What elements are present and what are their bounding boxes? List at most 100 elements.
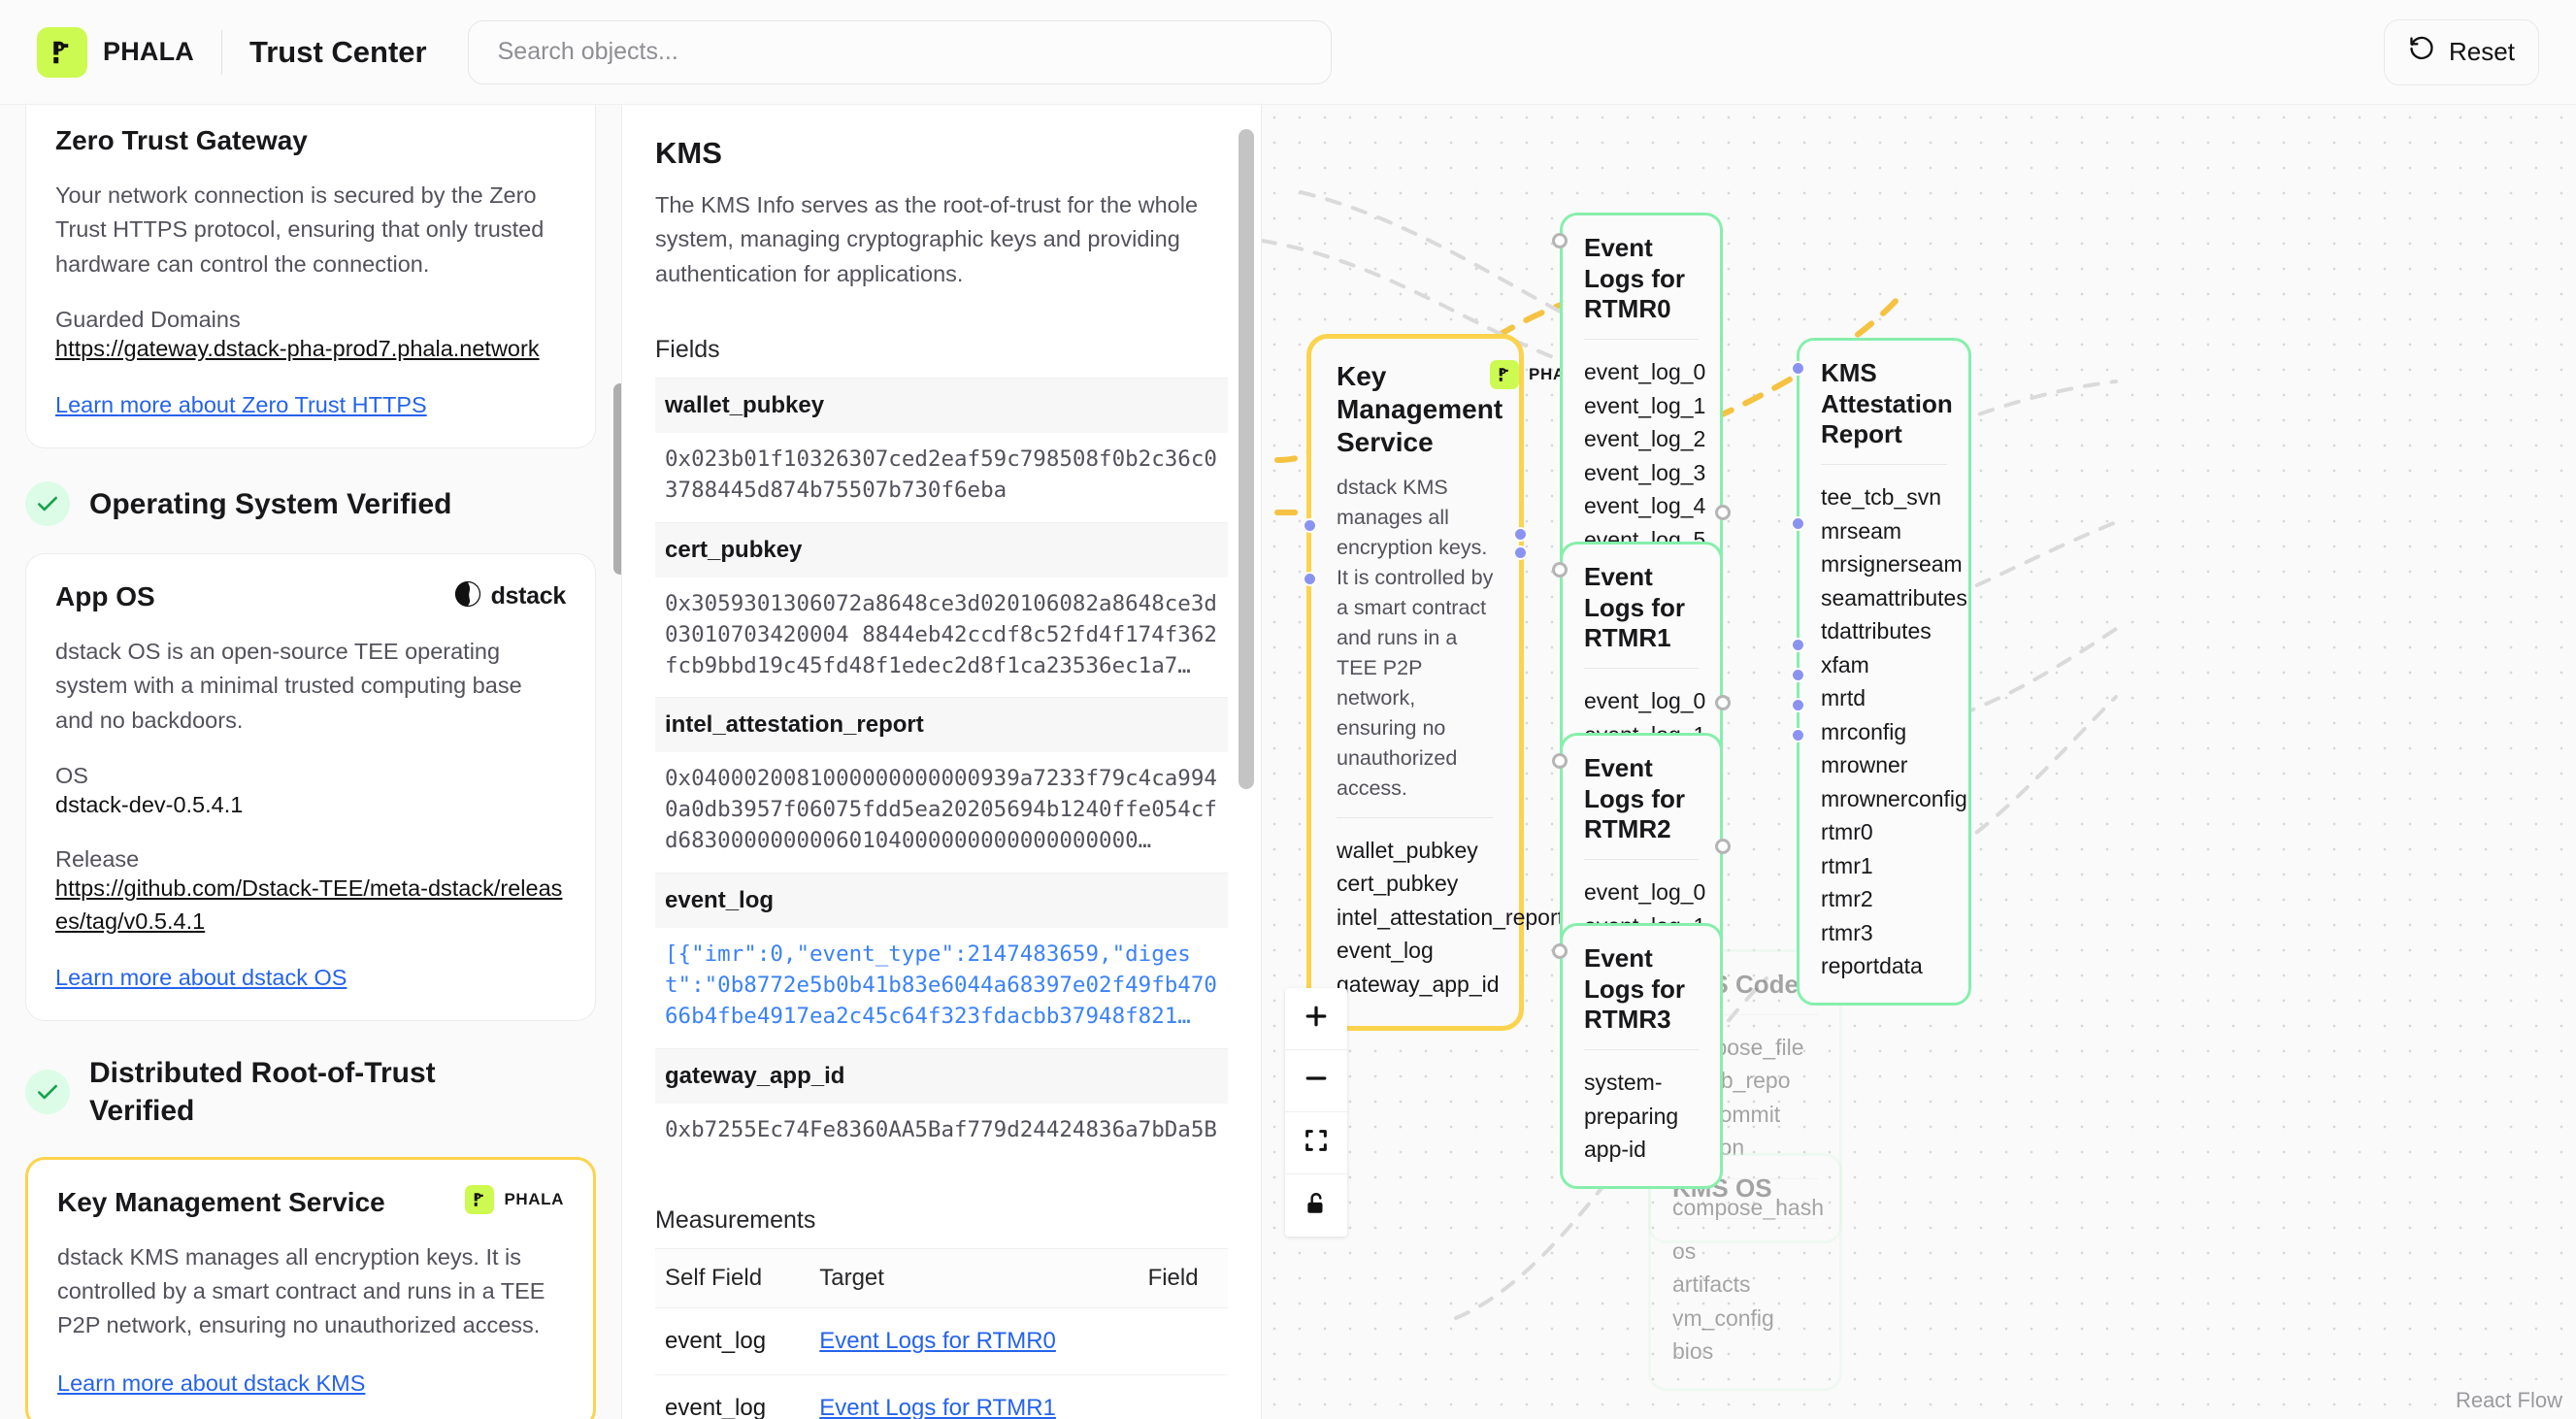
learn-more-dstack-os-link[interactable]: Learn more about dstack OS (55, 964, 347, 990)
cell-field (1138, 1374, 1228, 1419)
node-field: mrowner (1821, 752, 1908, 778)
connection-handle[interactable] (1791, 638, 1805, 652)
connection-handle[interactable] (1303, 572, 1317, 586)
node-field: event_log_1 (1584, 392, 1706, 418)
phala-logo-icon (37, 26, 87, 78)
toggle-interactivity-button[interactable] (1285, 1174, 1347, 1237)
node-field: event_log_0 (1584, 879, 1706, 906)
detail-description: The KMS Info serves as the root-of-trust… (655, 192, 1199, 286)
node-title: Event Logs for RTMR0 (1584, 233, 1685, 324)
node-field: rtmr3 (1821, 919, 1873, 945)
phala-badge-label: PHALA (504, 1189, 564, 1208)
fit-view-button[interactable] (1285, 1112, 1347, 1174)
connection-handle[interactable] (1791, 516, 1805, 531)
divider (1672, 1013, 1818, 1015)
cell-target-link[interactable]: Event Logs for RTMR0 (819, 1328, 1056, 1354)
connection-handle[interactable] (1791, 698, 1805, 712)
node-field: gateway_app_id (1337, 971, 1500, 997)
detail-panel-scrollbar[interactable] (1238, 129, 1254, 789)
connection-handle[interactable] (1513, 545, 1528, 560)
phala-logo-icon (1490, 360, 1519, 389)
connection-handle[interactable] (1715, 505, 1731, 520)
node-field: event_log_4 (1584, 493, 1706, 519)
connection-handle[interactable] (1791, 361, 1805, 376)
zero-trust-gateway-card: Zero Trust Gateway Your network connecti… (25, 105, 596, 449)
left-sidebar[interactable]: Zero Trust Gateway Your network connecti… (0, 105, 621, 1419)
field-key: wallet_pubkey (655, 378, 1228, 433)
node-field: rtmr1 (1821, 852, 1873, 878)
app-os-card: App OS dstack dstack OS is an open-sourc… (25, 553, 596, 1021)
app-header: PHALA Trust Center Reset (0, 0, 2576, 105)
card-title: App OS (55, 581, 155, 612)
zoom-in-button[interactable] (1285, 988, 1347, 1050)
zoom-out-button[interactable] (1285, 1050, 1347, 1112)
key-management-service-card[interactable]: Key Management Service PHALA dstack KMS … (25, 1156, 596, 1419)
section-title: Distributed Root-of-Trust Verified (89, 1056, 436, 1127)
brand-name: PHALA (103, 37, 194, 66)
card-title: Key Management Service (57, 1186, 385, 1217)
rotate-ccw-icon (2408, 35, 2435, 69)
node-field: tee_tcb_svn (1821, 484, 1942, 511)
connection-handle[interactable] (1552, 562, 1568, 578)
graph-canvas[interactable]: Key Management Service PHALA dstack KMS … (1262, 105, 2576, 1419)
node-field: event_log_3 (1584, 459, 1706, 485)
connection-handle[interactable] (1715, 839, 1731, 854)
divider (1337, 816, 1494, 818)
field-row: wallet_pubkey 0x023b01f10326307ced2eaf59… (655, 377, 1228, 522)
column-header: Self Field (655, 1248, 810, 1308)
connection-handle[interactable] (1791, 668, 1805, 682)
release-link[interactable]: https://github.com/Dstack-TEE/meta-dstac… (55, 875, 563, 934)
node-field: mrtd (1821, 685, 1866, 711)
divider (1584, 339, 1699, 341)
connection-handle[interactable] (1552, 233, 1568, 248)
field-key: intel_attestation_report (655, 698, 1228, 753)
dstack-badge-label: dstack (490, 582, 567, 610)
node-fields: os artifacts vm_config bios (1672, 1235, 1818, 1369)
card-description: dstack OS is an open-source TEE operatin… (55, 639, 522, 733)
connection-handle[interactable] (1552, 943, 1568, 959)
node-title: KMS Attestation Report (1821, 358, 1953, 449)
measurements-table: Self Field Target Field event_log Event … (655, 1248, 1228, 1419)
plus-icon (1302, 1002, 1331, 1036)
graph-node-kms-attestation-report[interactable]: KMS Attestation Report tee_tcb_svn mrsea… (1791, 338, 1971, 1006)
node-field: intel_attestation_report (1337, 904, 1564, 930)
left-panel-scrollbar[interactable] (613, 383, 621, 575)
divider (1672, 1217, 1818, 1219)
search-input[interactable] (467, 19, 1332, 84)
connection-handle[interactable] (1552, 753, 1568, 769)
graph-controls[interactable] (1285, 988, 1347, 1237)
node-description: dstack KMS manages all encryption keys. … (1337, 476, 1494, 800)
node-field: mrseam (1821, 517, 1902, 544)
column-header: Field (1138, 1248, 1228, 1308)
learn-more-dstack-kms-link[interactable]: Learn more about dstack KMS (57, 1370, 366, 1396)
learn-more-zero-trust-link[interactable]: Learn more about Zero Trust HTTPS (55, 392, 427, 418)
node-field: bios (1672, 1338, 1714, 1365)
card-description: Your network connection is secured by th… (55, 182, 545, 277)
reset-button[interactable]: Reset (2384, 18, 2539, 85)
detail-panel[interactable]: KMS The KMS Info serves as the root-of-t… (621, 105, 1262, 1419)
connection-handle[interactable] (1715, 695, 1731, 710)
graph-node-kms[interactable]: Key Management Service PHALA dstack KMS … (1303, 334, 1588, 1032)
cell-field (1138, 1307, 1228, 1375)
react-flow-attribution[interactable]: React Flow (2437, 1380, 2576, 1419)
field-row: event_log [{"imr":0,"event_type":2147483… (655, 873, 1228, 1048)
node-fields: system-preparing app-id (1584, 1066, 1699, 1167)
graph-node-kms-os[interactable]: KMS OS os artifacts vm_config bios (1648, 1153, 1842, 1391)
unlock-icon (1304, 1191, 1329, 1221)
graph-node-rtmr3[interactable]: Event Logs for RTMR3 system-preparing ap… (1552, 923, 1723, 1189)
section-title: Operating System Verified (89, 487, 452, 520)
node-field: event_log_0 (1584, 359, 1706, 385)
node-field: event_log (1337, 938, 1434, 964)
fit-screen-icon (1303, 1127, 1330, 1159)
node-field: event_log_0 (1584, 688, 1706, 714)
node-field: rtmr0 (1821, 819, 1873, 845)
connection-handle[interactable] (1513, 527, 1528, 542)
guarded-domains-link[interactable]: https://gateway.dstack-pha-prod7.phala.n… (55, 335, 540, 361)
connection-handle[interactable] (1791, 728, 1805, 742)
node-footer: compose_hash (1672, 1194, 1824, 1220)
connection-handle[interactable] (1303, 518, 1317, 533)
field-row: gateway_app_id 0xb7255Ec74Fe8360AA5Baf77… (655, 1048, 1228, 1162)
node-field: cert_pubkey (1337, 871, 1459, 897)
phala-logo-icon (465, 1184, 495, 1214)
cell-target-link[interactable]: Event Logs for RTMR1 (819, 1395, 1056, 1419)
